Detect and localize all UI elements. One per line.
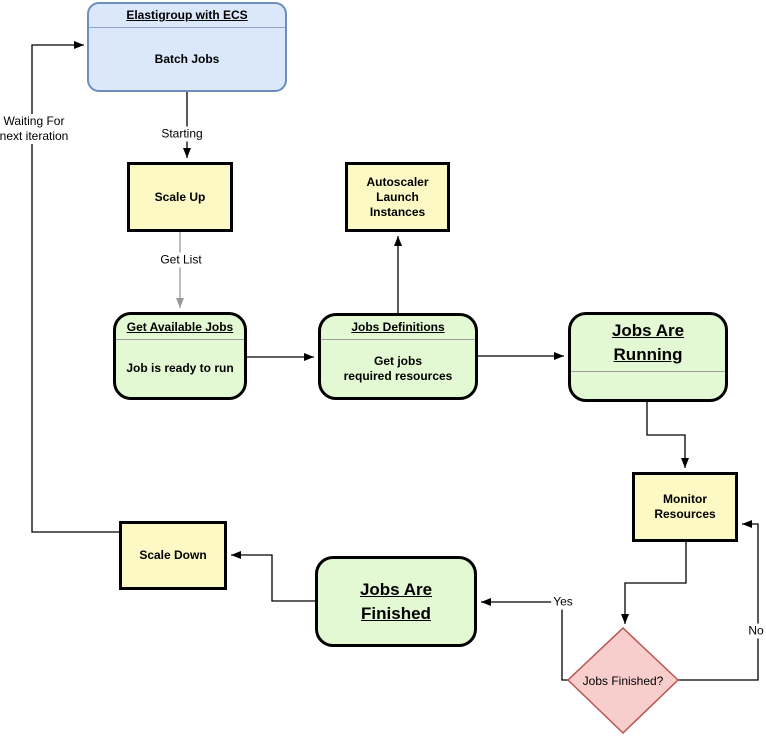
jobs-finished-diamond bbox=[566, 626, 680, 735]
node-jobs-definitions-body: Get jobs required resources bbox=[343, 353, 453, 383]
node-jobs-are-running-body bbox=[571, 372, 725, 399]
node-jobs-are-finished: Jobs Are Finished bbox=[315, 556, 477, 647]
node-scale-up: Scale Up bbox=[127, 162, 233, 232]
edge-label-waiting: Waiting For next iteration bbox=[0, 114, 71, 144]
node-monitor-resources: Monitor Resources bbox=[632, 472, 738, 542]
edge-decision-no-to-monitor bbox=[678, 520, 759, 681]
node-elastigroup-body: Batch Jobs bbox=[154, 51, 220, 66]
node-get-available-jobs-body: Job is ready to run bbox=[126, 361, 234, 375]
node-elastigroup-title: Elastigroup with ECS bbox=[89, 4, 285, 28]
node-scale-down: Scale Down bbox=[119, 521, 227, 590]
edge-label-yes: Yes bbox=[551, 594, 575, 610]
node-get-available-jobs: Get Available Jobs Job is ready to run bbox=[113, 312, 247, 400]
node-jobs-definitions: Jobs Definitions Get jobs required resou… bbox=[318, 313, 478, 400]
edge-label-starting: Starting bbox=[159, 126, 205, 142]
node-jobs-definitions-title: Jobs Definitions bbox=[321, 316, 475, 340]
node-autoscaler: Autoscaler Launch Instances bbox=[345, 162, 450, 232]
node-get-available-jobs-title: Get Available Jobs bbox=[116, 315, 244, 340]
node-jobs-are-finished-title: Jobs Are Finished bbox=[359, 579, 433, 623]
edge-decision-yes-to-jobsfinished bbox=[481, 598, 568, 681]
node-jobs-are-running-title: Jobs Are Running bbox=[571, 315, 725, 372]
node-elastigroup: Elastigroup with ECS Batch Jobs bbox=[87, 2, 287, 92]
edge-label-no: No bbox=[746, 623, 766, 639]
node-jobs-are-running: Jobs Are Running bbox=[568, 312, 728, 402]
edge-monitor-to-decision bbox=[621, 542, 687, 624]
edge-jobsrunning-to-monitor bbox=[646, 402, 689, 468]
edge-label-get-list: Get List bbox=[158, 252, 204, 268]
edge-jobsfinished-to-scaledown bbox=[231, 551, 315, 602]
jobs-finished-diamond-label: Jobs Finished? bbox=[582, 674, 664, 688]
edge-scaledown-to-batchjobs bbox=[31, 41, 119, 533]
